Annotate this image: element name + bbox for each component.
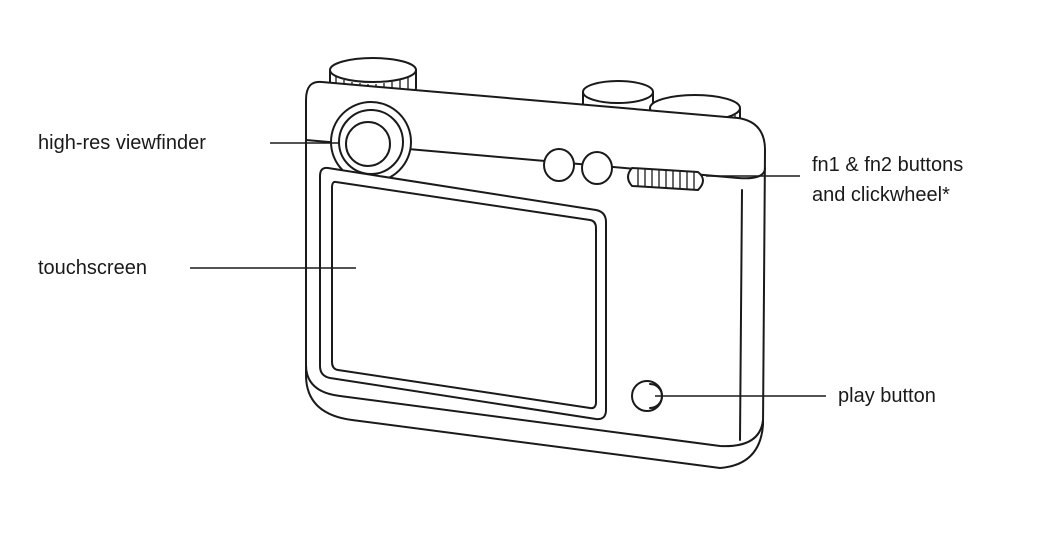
body-bottom-band [305,364,764,448]
clickwheel-icon [627,167,704,191]
play-button-label: play button [838,385,936,407]
fn-buttons-label-line2: and clickwheel* [812,184,950,206]
touchscreen-panel [319,166,607,421]
fn2-button-icon [581,151,613,185]
touchscreen-label: touchscreen [38,257,147,279]
viewfinder-eyepiece [330,101,412,183]
fn1-button-icon [543,148,575,182]
viewfinder-label: high-res viewfinder [38,132,206,154]
fn-buttons-label-line1: fn1 & fn2 buttons [812,154,964,176]
body-side-edge [739,189,743,441]
body-top-band [305,139,766,180]
